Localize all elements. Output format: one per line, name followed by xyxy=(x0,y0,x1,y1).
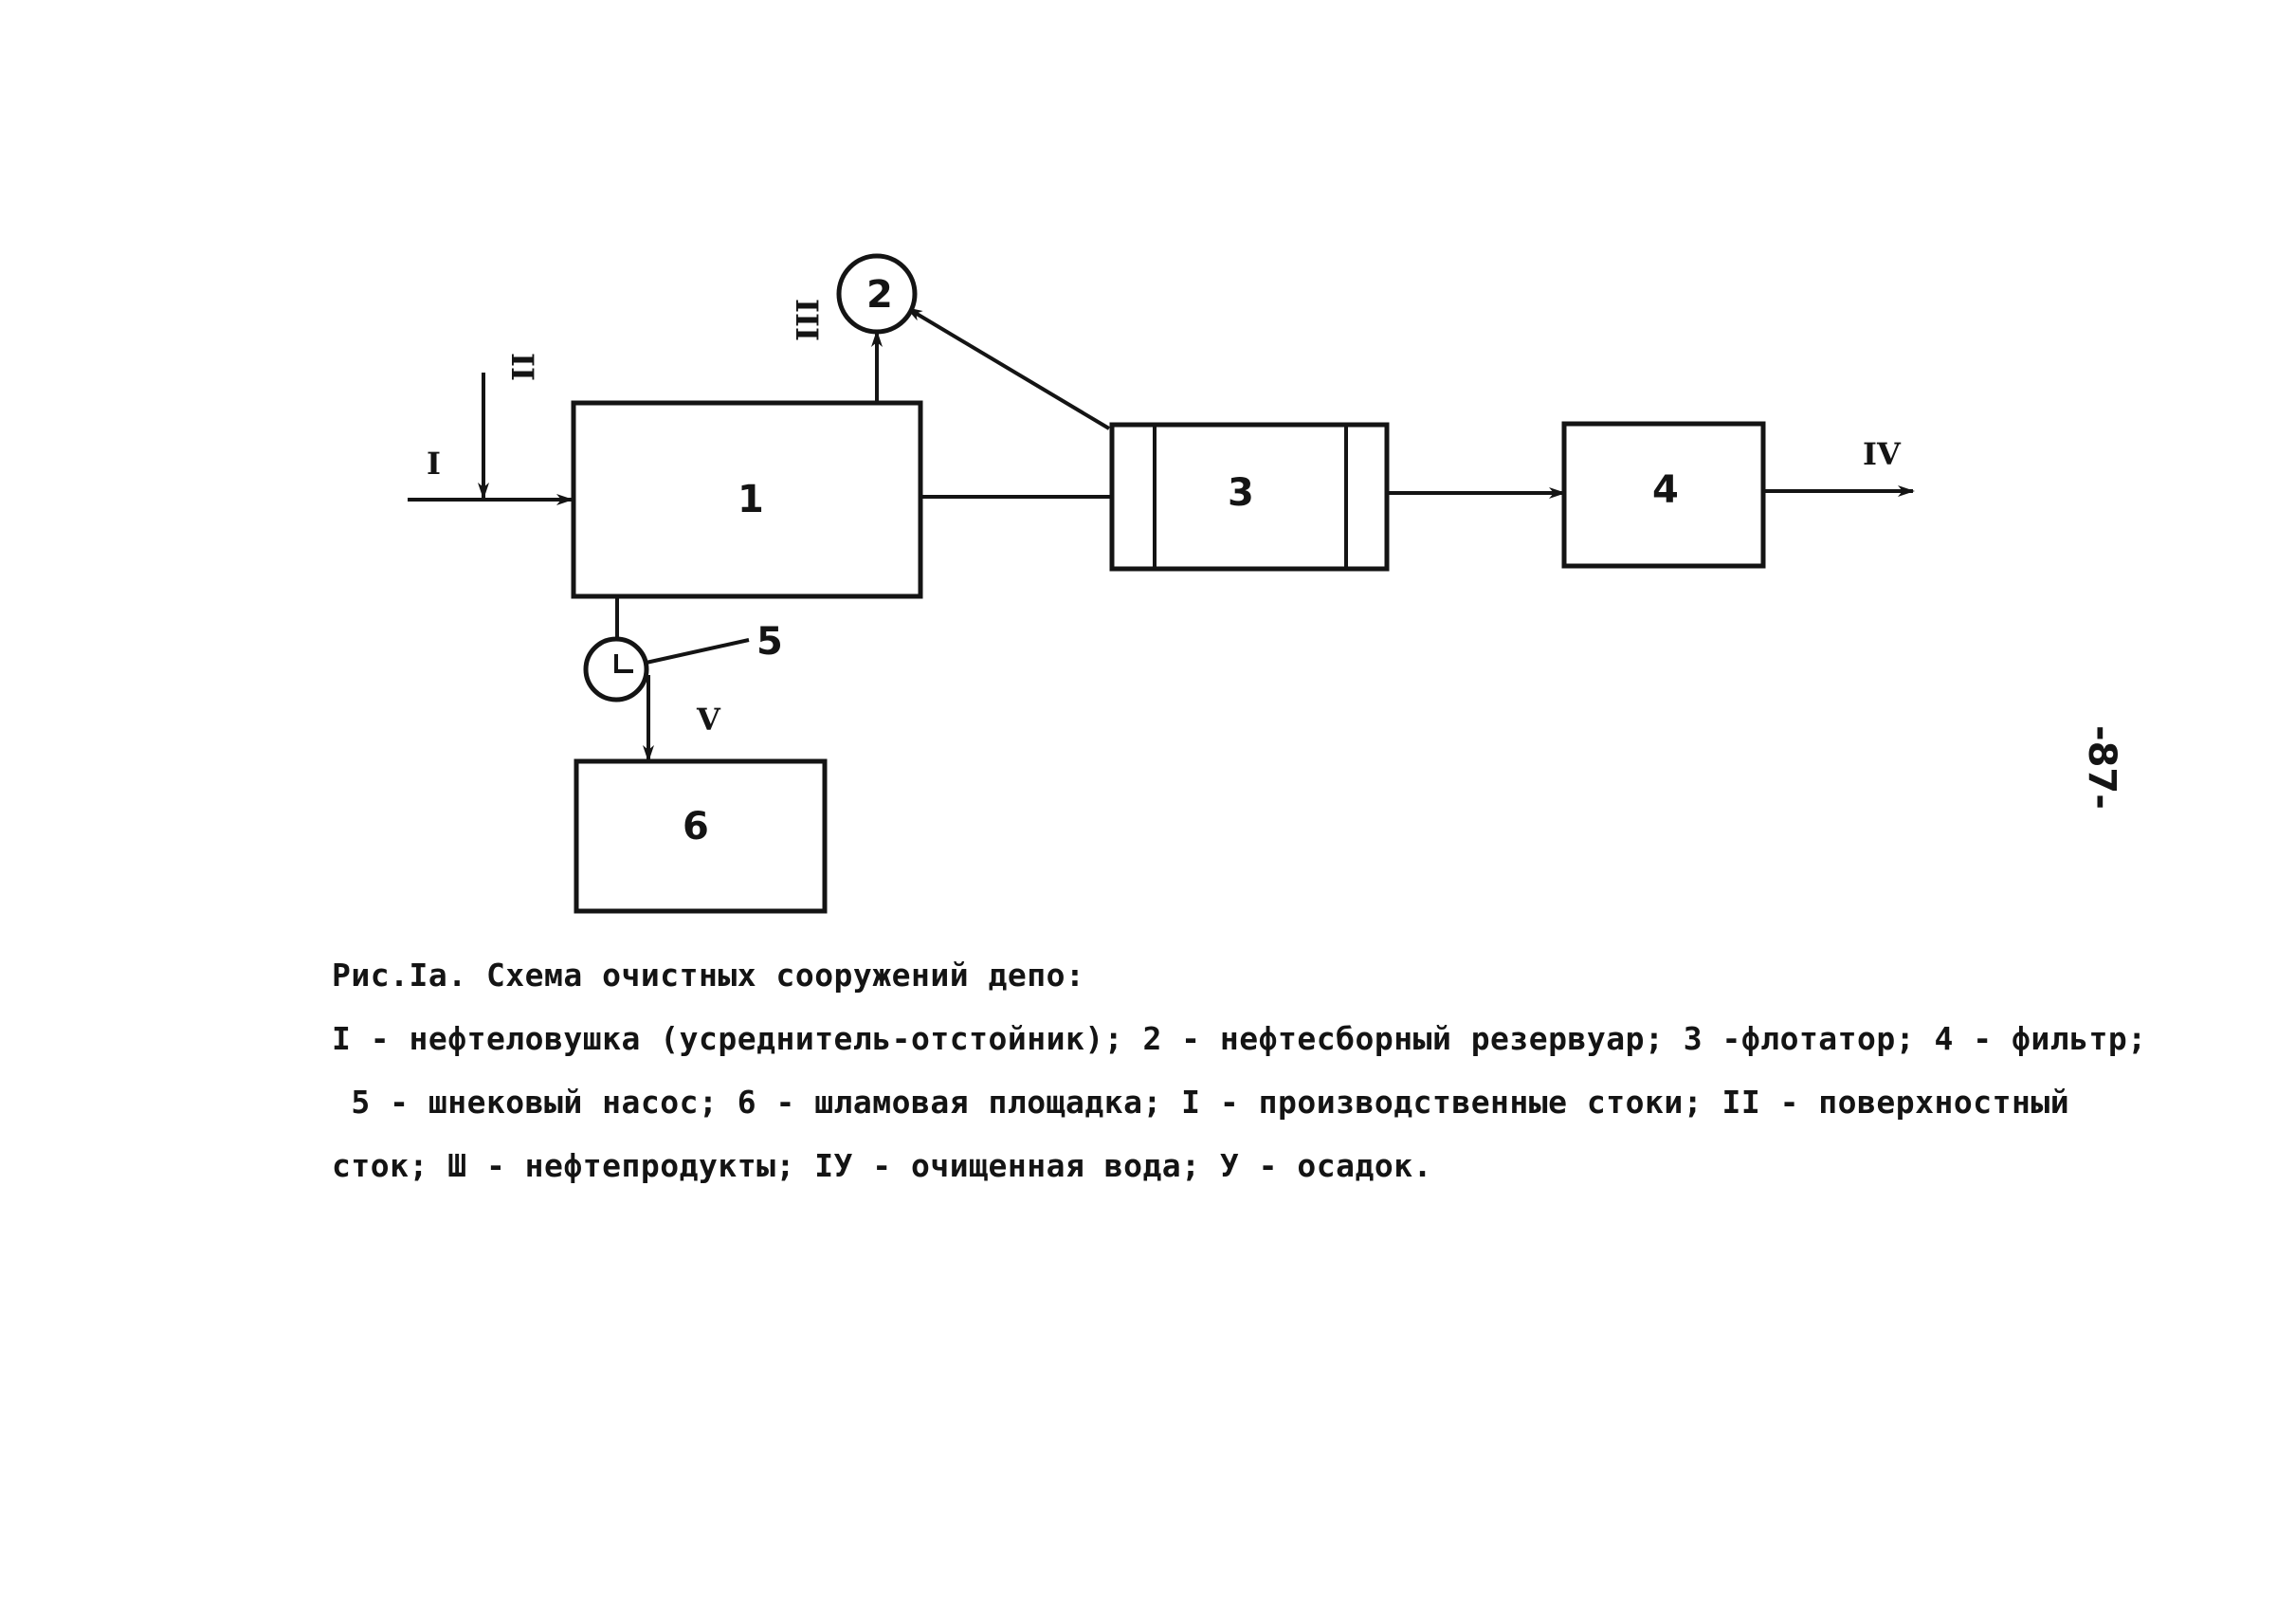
node-label-2: 2 xyxy=(866,273,893,317)
stream-label-II: II xyxy=(504,353,540,381)
caption-title: Рис.Iа. Схема очистных сооружений депо: xyxy=(332,957,1085,994)
leader-5 xyxy=(632,638,750,667)
pump-5-impeller xyxy=(614,654,633,673)
node-circle-2 xyxy=(836,253,918,335)
node-box-6 xyxy=(574,758,828,914)
node-box-3 xyxy=(1109,422,1390,572)
node-label-4: 4 xyxy=(1652,468,1679,512)
node-box-1 xyxy=(571,400,923,599)
stream-label-I: I xyxy=(427,446,441,482)
caption-legend-line-2: 5 - шнековый насос; 6 - шламовая площадк… xyxy=(332,1084,2070,1121)
node-label-1: 1 xyxy=(738,478,764,521)
stream-label-III: III xyxy=(789,299,825,341)
page-number: -87- xyxy=(2080,725,2123,810)
caption-legend-line-1: I - нефтеловушка (усреднитель-отстойник)… xyxy=(332,1020,2147,1057)
stream-label-IV: IV xyxy=(1863,436,1902,472)
node-label-3: 3 xyxy=(1228,471,1254,515)
caption-legend-line-3: сток; Ш - нефтепродукты; IУ - очищенная … xyxy=(332,1147,1432,1184)
stream-label-V: V xyxy=(696,702,721,738)
figure-caption: Рис.Iа. Схема очистных сооружений депо: … xyxy=(332,943,2161,1197)
node-box-4 xyxy=(1561,421,1766,569)
node-label-6: 6 xyxy=(683,805,709,848)
edge-3-to-2 xyxy=(905,306,1111,430)
node-label-5: 5 xyxy=(756,620,783,664)
